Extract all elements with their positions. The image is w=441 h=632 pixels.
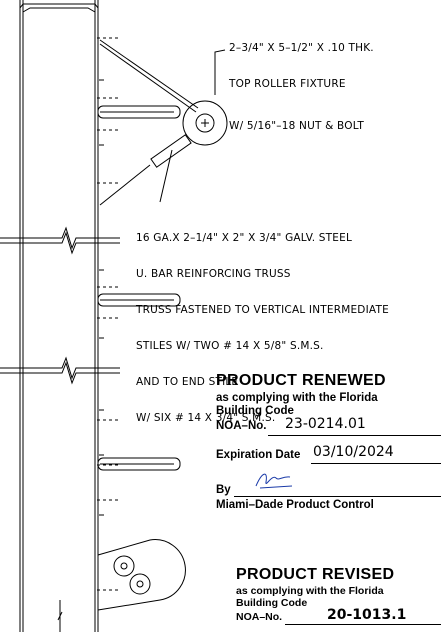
truss-arm-bottom [97, 457, 181, 471]
revised-noa-underline [285, 624, 441, 625]
fastener-marks [97, 37, 120, 591]
truss-note-line-3: TRUSS FASTENED TO VERTICAL INTERMEDIATE [136, 304, 389, 316]
renewed-line-1: as complying with the Florida [216, 392, 378, 404]
truss-arm-top [97, 105, 181, 119]
stile-ticks [99, 79, 104, 516]
truss-note-line-2: U. BAR REINFORCING TRUSS [136, 268, 291, 280]
revised-line-2: Building Code [236, 597, 308, 609]
roller-note-line-3: W/ 5/16"–18 NUT & BOLT [229, 120, 364, 132]
renewed-by-label: By [216, 484, 231, 496]
renewed-exp-label: Expiration Date [216, 449, 301, 461]
renewed-exp-value: 03/10/2024 [313, 444, 394, 460]
renewed-noa-underline [268, 435, 441, 436]
break-lines [0, 226, 120, 385]
vertical-stile [19, 0, 99, 632]
renewed-noa-label: NOA–No. [216, 420, 267, 432]
roller-note-line-2: TOP ROLLER FIXTURE [229, 78, 346, 90]
roller-note-line-1: 2–3/4" X 5–1/2" X .10 THK. [229, 42, 374, 54]
truss-arm-middle [97, 293, 181, 307]
truss-note-line-6: W/ SIX # 14 X 3/4" S.M.S. [136, 412, 276, 424]
truss-note-line-4: STILES W/ TWO # 14 X 5/8" S.M.S. [136, 340, 324, 352]
bottom-hinge [57, 539, 186, 632]
revised-line-1: as complying with the Florida [236, 585, 384, 597]
truss-note-line-1: 16 GA.X 2–1/4" X 2" X 3/4" GALV. STEEL [136, 232, 352, 244]
renewed-title: PRODUCT RENEWED [216, 372, 386, 389]
roller-fixture [99, 39, 228, 206]
leader-lines [159, 49, 226, 203]
revised-noa-label: NOA–No. [236, 611, 283, 623]
renewed-agency: Miami–Dade Product Control [216, 499, 374, 511]
truss-note: 16 GA.X 2–1/4" X 2" X 3/4" GALV. STEEL U… [136, 208, 389, 436]
truss-note-line-5: AND TO END STILE [136, 376, 239, 388]
roller-fixture-note: 2–3/4" X 5–1/2" X .10 THK. TOP ROLLER FI… [229, 18, 374, 144]
revised-title: PRODUCT REVISED [236, 566, 395, 583]
renewed-by-underline [234, 496, 441, 497]
renewed-exp-underline [311, 463, 441, 464]
renewed-noa-value: 23-0214.01 [285, 416, 366, 432]
renewed-line-2: Building Code [216, 405, 294, 417]
signature-icon [255, 473, 293, 489]
revised-noa-value: 20-1013.1 [327, 607, 407, 623]
